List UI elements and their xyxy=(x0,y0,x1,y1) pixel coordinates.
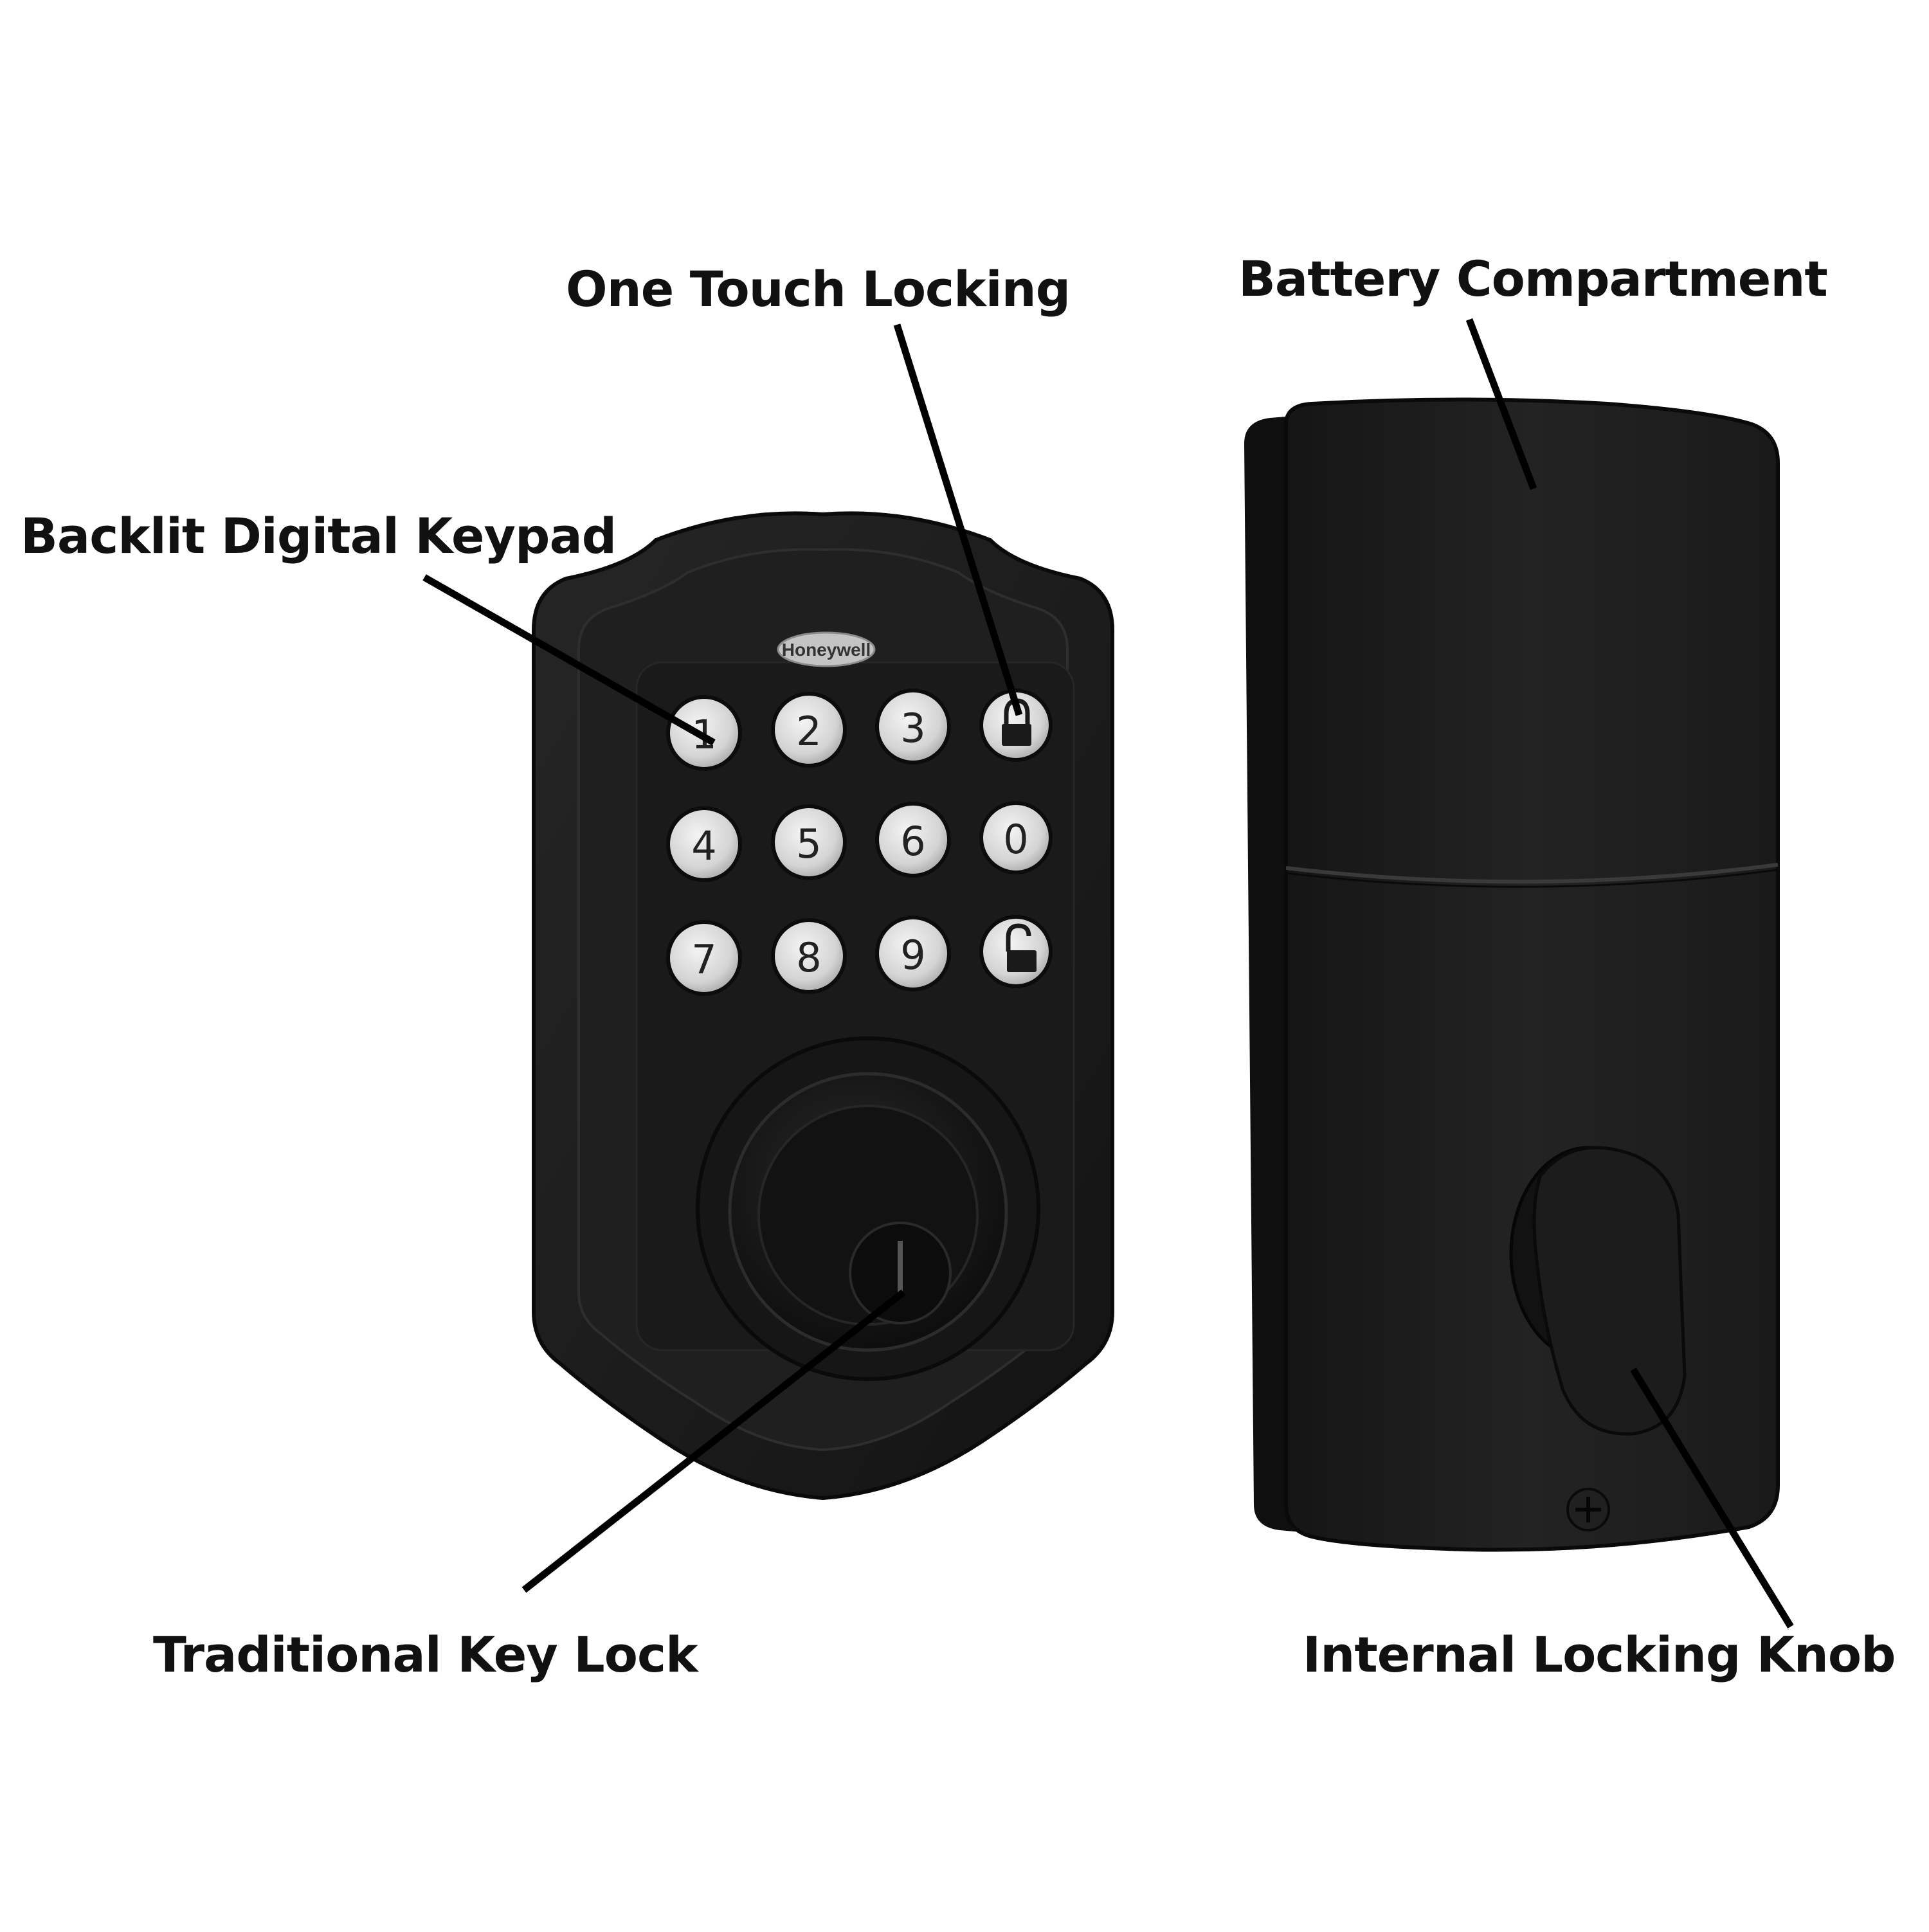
key-unlock[interactable] xyxy=(979,915,1053,988)
callout-traditional-key-lock: Traditional Key Lock xyxy=(153,1626,698,1683)
key-6[interactable]: 6 xyxy=(875,802,951,878)
callout-battery-compartment: Battery Compartment xyxy=(1238,250,1828,307)
key-9-label: 9 xyxy=(900,932,925,979)
leader-lines xyxy=(422,318,1794,1629)
leader-traditional-key-lock xyxy=(521,1289,906,1593)
callout-internal-locking-knob: Internal Locking Knob xyxy=(1303,1626,1896,1683)
keyway-slot xyxy=(898,1241,903,1292)
key-8-label: 8 xyxy=(796,934,821,981)
brand-badge: Honeywell xyxy=(777,631,876,667)
leader-backlit-digital-keypad xyxy=(422,574,716,746)
key-3[interactable]: 3 xyxy=(875,689,951,764)
key-4[interactable]: 4 xyxy=(666,806,742,882)
key-7-label: 7 xyxy=(691,936,716,983)
battery-compartment-cover[interactable] xyxy=(1285,863,1779,888)
callout-one-touch-locking: One Touch Locking xyxy=(566,260,1071,318)
key-7[interactable]: 7 xyxy=(666,920,742,996)
key-0[interactable]: 0 xyxy=(979,801,1053,874)
keypad-grid: 1 2 3 4 5 xyxy=(666,689,1053,996)
key-4-label: 4 xyxy=(691,822,716,869)
callout-backlit-digital-keypad: Backlit Digital Keypad xyxy=(21,507,617,564)
leader-battery-compartment xyxy=(1465,318,1537,490)
leader-one-touch-locking xyxy=(893,323,1023,716)
interior-body xyxy=(1284,397,1780,1552)
key-5[interactable]: 5 xyxy=(771,804,847,880)
keypad-lock-front: Honeywell 1 2 3 xyxy=(532,511,1114,1501)
brand-logo-text: Honeywell xyxy=(782,640,871,660)
key-8[interactable]: 8 xyxy=(771,918,847,994)
key-lock[interactable] xyxy=(979,689,1053,762)
key-6-label: 6 xyxy=(900,818,925,865)
leader-internal-locking-knob xyxy=(1630,1368,1794,1629)
key-9[interactable]: 9 xyxy=(875,916,951,991)
unlock-icon xyxy=(1006,923,1037,972)
key-2-label: 2 xyxy=(796,708,821,755)
key-2[interactable]: 2 xyxy=(771,692,847,768)
interior-unit-back xyxy=(1244,397,1780,1552)
key-cylinder xyxy=(696,1036,1040,1381)
key-3-label: 3 xyxy=(900,705,925,752)
key-5-label: 5 xyxy=(796,820,821,867)
key-0-label: 0 xyxy=(1003,816,1028,863)
key-1[interactable]: 1 xyxy=(666,695,742,771)
thumb-turn-knob[interactable] xyxy=(1509,1146,1687,1436)
screw xyxy=(1566,1488,1610,1531)
